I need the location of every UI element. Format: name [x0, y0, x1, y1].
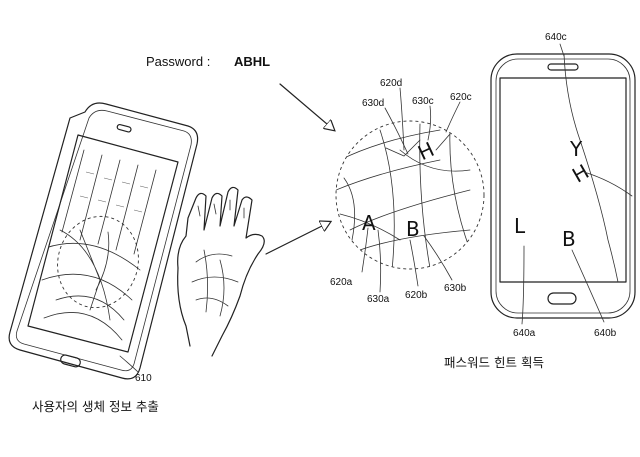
arrow-to-zoom-from-password: [279, 83, 334, 130]
right-phone-screen: [499, 77, 627, 283]
left-phone-speaker: [116, 123, 132, 133]
hand-outline: [177, 186, 265, 357]
left-phone-home-button: [60, 354, 81, 368]
ref-620c: 620c: [450, 92, 472, 103]
ref-630c: 630c: [412, 96, 434, 107]
ref-640b: 640b: [594, 328, 617, 339]
phone-line-h: [583, 171, 633, 197]
phone-glyph-b: B: [562, 227, 576, 251]
right-phone-body: [490, 53, 636, 319]
password-label: Password :: [146, 54, 210, 69]
zoom-glyph-a: A: [362, 211, 376, 235]
right-phone-rim: [495, 58, 631, 314]
password-label-group: Password : ABHL: [146, 54, 270, 69]
ref-610-leader: [119, 355, 139, 373]
left-screen-palm-scan: [39, 149, 157, 341]
zoom-circle: A B H: [335, 120, 485, 270]
zoom-line-620d: [385, 139, 421, 157]
left-phone-body: [8, 102, 199, 380]
ref-640a: 640a: [513, 328, 536, 339]
ref-630d: 630d: [362, 98, 384, 109]
hand-palm-lines: [191, 249, 239, 317]
phone-glyph-l: L: [514, 214, 526, 238]
ref-640c: 640c: [545, 32, 567, 43]
phone-ref-leaders: [521, 43, 605, 325]
password-value: ABHL: [234, 54, 270, 69]
ref-620b: 620b: [405, 290, 428, 301]
arrow-to-zoom-from-hand: [265, 222, 330, 255]
ref-620a: 620a: [330, 277, 353, 288]
left-hand: [177, 186, 265, 357]
zoom-circle-outline: [335, 120, 485, 270]
right-phone: L B Y H: [490, 53, 636, 319]
left-phone-rim: [15, 109, 192, 372]
right-screen-trace: [563, 53, 619, 283]
phone-glyph-y: Y: [569, 137, 583, 161]
caption-right: 패스워드 힌트 획득: [444, 355, 544, 370]
ref-610: 610: [135, 373, 152, 384]
ref-630a: 630a: [367, 294, 390, 305]
left-phone-screen: [27, 134, 179, 353]
zoom-line-620c: [435, 133, 451, 151]
ref-620d: 620d: [380, 78, 402, 89]
right-phone-speaker: [547, 63, 579, 71]
ref-630b: 630b: [444, 283, 467, 294]
hand-knuckles: [197, 199, 245, 219]
zoom-ref-leaders: [361, 87, 461, 293]
hand-wrist: [177, 267, 191, 347]
zoom-glyph-b: B: [406, 217, 420, 241]
zoom-palm-lines: [336, 123, 471, 269]
right-phone-home-button: [547, 292, 577, 305]
left-phone: [8, 102, 199, 380]
caption-left: 사용자의 생체 정보 추출: [32, 399, 159, 414]
